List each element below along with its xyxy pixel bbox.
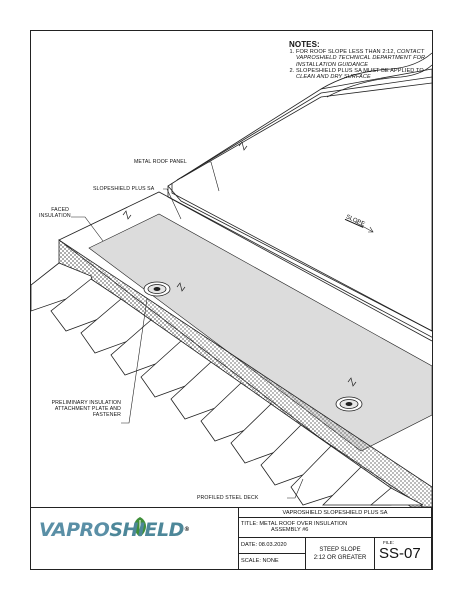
vaproshield-logo: VAPROSHIELD® bbox=[39, 519, 190, 541]
slope-requirement: STEEP SLOPE 2:12 OR GREATER bbox=[306, 538, 375, 570]
drawing-sheet: NOTES: FOR ROOF SLOPE LESS THAN 2:12, CO… bbox=[30, 30, 433, 570]
leaf-logo-icon bbox=[134, 517, 146, 537]
drawing-title: TITLE: METAL ROOF OVER INSULATION ASSEMB… bbox=[239, 518, 432, 538]
label-attachment-1: PRELIMINARY INSULATION bbox=[51, 400, 121, 406]
fastener-plate bbox=[335, 396, 363, 412]
steel-deck bbox=[31, 262, 424, 506]
file-number: SS-07 bbox=[379, 545, 421, 563]
notes-block: NOTES: FOR ROOF SLOPE LESS THAN 2:12, CO… bbox=[289, 40, 429, 81]
label-attachment-3: FASTENER bbox=[92, 412, 121, 418]
label-attachment-2: ATTACHMENT PLATE AND bbox=[54, 406, 121, 412]
fastener-plate bbox=[143, 281, 171, 297]
scale: SCALE: NONE bbox=[239, 554, 306, 570]
label-faced-insulation-2: INSULATION bbox=[39, 213, 71, 219]
product-name: VAPROSHIELD SLOPESHIELD PLUS SA bbox=[239, 507, 432, 518]
label-faced-insulation-1: FACED bbox=[51, 207, 69, 213]
note-item: SLOPESHIELD PLUS SA MUST BE APPLIED TO C… bbox=[296, 68, 429, 81]
title-block: VAPROSHIELD® VAPROSHIELD SLOPESHIELD PLU… bbox=[31, 507, 432, 570]
roof-assembly-drawing bbox=[31, 52, 432, 507]
logo-cell: VAPROSHIELD® bbox=[31, 507, 239, 570]
file-cell: FILE: SS-07 bbox=[375, 538, 432, 570]
metal-roof-panel bbox=[167, 52, 432, 342]
label-profiled-steel-deck: PROFILED STEEL DECK bbox=[197, 495, 259, 501]
notes-heading: NOTES: bbox=[289, 40, 320, 49]
date: DATE: 08.03.2020 bbox=[239, 538, 306, 554]
label-slopeshield: SLOPESHIELD PLUS SA bbox=[93, 186, 155, 192]
note-item: FOR ROOF SLOPE LESS THAN 2:12, CONTACT V… bbox=[296, 49, 429, 68]
label-metal-roof-panel: METAL ROOF PANEL bbox=[134, 159, 187, 165]
